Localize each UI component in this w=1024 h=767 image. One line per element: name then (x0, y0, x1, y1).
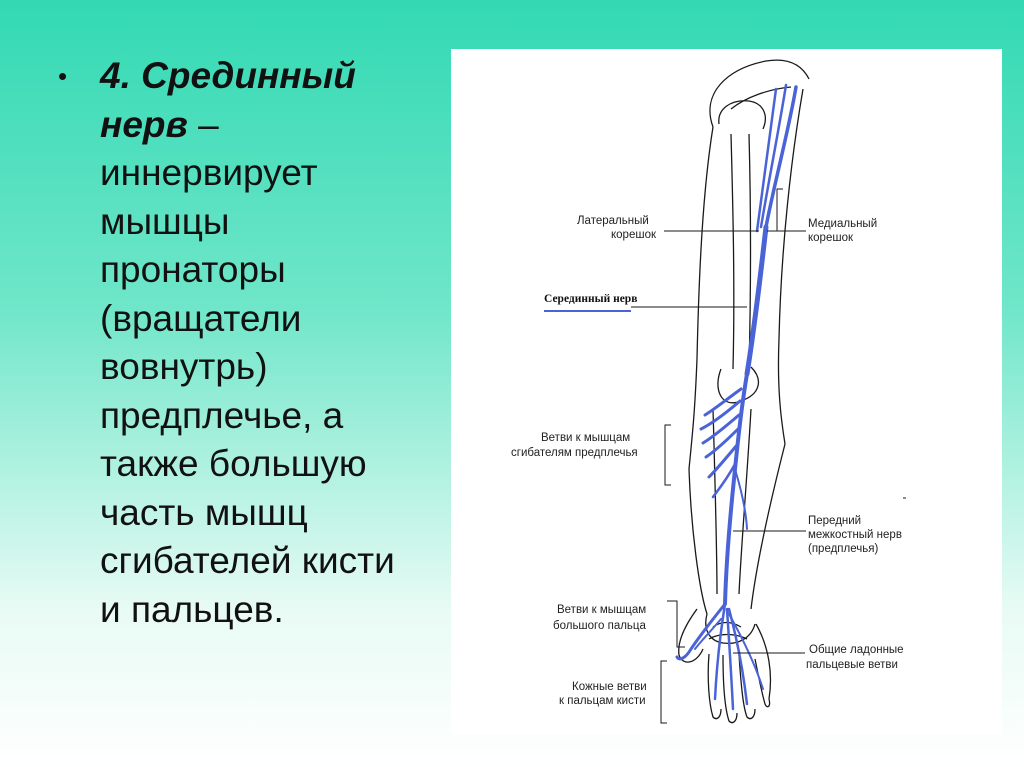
label-palmar-digital-2: пальцевые ветви (806, 659, 898, 671)
label-anterior-interosseous-1: Передний (808, 515, 861, 527)
title-dash: – (187, 103, 219, 145)
text-line: (вращатели (100, 297, 302, 339)
label-forearm-branches-2: сгибателям предплечья (511, 447, 638, 459)
arm-illustration: Латеральный корешок Медиальный корешок С… (511, 59, 906, 724)
text-line: мышцы (100, 200, 230, 242)
label-forearm-branches-1: Ветви к мышцам (541, 432, 630, 444)
label-leader-lines (631, 188, 906, 724)
label-lateral-root-2: корешок (611, 229, 657, 241)
slide-title: 4. Срединный нерв (100, 55, 356, 145)
label-skin-branches-2: к пальцам кисти (559, 695, 646, 707)
arm-nerve-diagram: Латеральный корешок Медиальный корешок С… (451, 49, 1002, 734)
text-line: иннервирует (100, 152, 318, 193)
text-line: сгибателей кисти (100, 540, 395, 581)
label-median-nerve: Серединный нерв (544, 293, 637, 305)
text-line: и пальцев. (100, 588, 284, 630)
text-line: пронаторы (100, 249, 286, 290)
label-lateral-root-1: Латеральный (577, 215, 649, 227)
label-medial-root-2: корешок (808, 232, 854, 244)
label-skin-branches-1: Кожные ветви (572, 681, 647, 693)
text-line: вовнутрь) (100, 346, 268, 387)
label-palmar-digital-1: Общие ладонные (809, 644, 904, 656)
slide-text-block: • 4. Срединный нерв – иннервирует мышцы … (58, 52, 428, 634)
bullet-marker: • (58, 61, 68, 91)
median-nerve-path (675, 83, 798, 711)
label-thumb-branches-1: Ветви к мышцам (557, 604, 646, 616)
text-line: часть мышц (100, 491, 308, 533)
label-anterior-interosseous-2: межкостный нерв (808, 529, 902, 541)
label-thumb-branches-2: большого пальца (553, 620, 646, 632)
label-anterior-interosseous-3: (предплечья) (808, 543, 878, 555)
text-line: также большую (100, 443, 367, 484)
text-line: предплечье, а (100, 394, 344, 436)
label-medial-root-1: Медиальный (808, 218, 877, 230)
